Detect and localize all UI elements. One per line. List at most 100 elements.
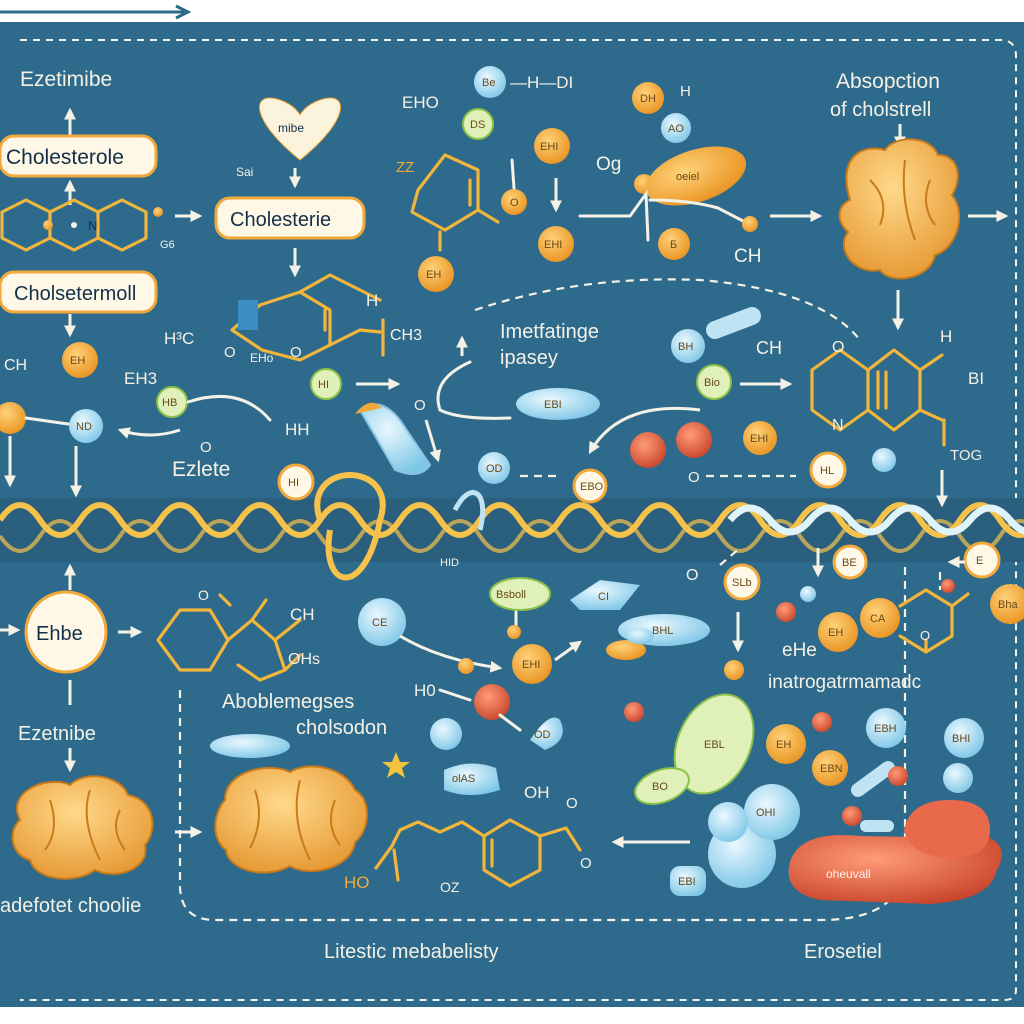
label-adefotet: adefotet choolie [0, 895, 141, 917]
arrow-pipette-down [424, 419, 441, 463]
bead-ehi-a [534, 128, 570, 164]
atom-ehi-b: EHI [544, 239, 562, 251]
atom-o-g: O [688, 469, 700, 486]
atom-bi: BI [968, 369, 984, 388]
molecule-upper-hex [410, 153, 500, 252]
bead-red-a [630, 432, 666, 468]
atom-o-ring: O [920, 628, 930, 643]
atom-ch-e: CH [756, 338, 782, 358]
atom-eh-c: EH [426, 269, 441, 281]
oval-orange-upper [645, 146, 747, 206]
molecule-lower-left [156, 593, 302, 682]
drop-blue [530, 717, 563, 750]
box-cholestermoll [0, 270, 158, 314]
label-oheuvall: oheuvall [826, 867, 871, 881]
bead-small-orange-a [724, 660, 744, 680]
box-cholesterole [0, 134, 158, 178]
brain-upper-right [838, 138, 961, 280]
bead-blo [696, 364, 732, 400]
bead-b-a [658, 228, 690, 260]
molecule-left-ring [0, 198, 163, 252]
star [382, 752, 410, 778]
atom-hi-b: HI [288, 477, 299, 489]
bead-nd-left [69, 409, 103, 443]
bead-blue-b [943, 763, 973, 793]
atom-o-f: O [832, 339, 844, 356]
bead-blue-small-a [800, 586, 816, 602]
red-cell-top [904, 800, 990, 858]
molecule-middle [230, 273, 385, 362]
bead-red-c [474, 684, 510, 720]
atom-oz: OZ [440, 879, 460, 895]
atom-od2: OD [534, 729, 551, 741]
bead-red-left [0, 402, 26, 434]
link-bead-left [24, 416, 70, 426]
label-aboblemegses: Aboblemegses [222, 691, 354, 713]
box-cholesterie [214, 196, 366, 240]
atom-h-c: H [940, 327, 952, 346]
bead-hl [809, 451, 847, 489]
bead-small-ch [742, 216, 758, 232]
atom-eho2: EHo [250, 351, 274, 365]
shape-ci [570, 580, 640, 610]
label-imetfatinge: Imetfatinge [500, 321, 599, 343]
label-ehbe: Ehbe [36, 623, 83, 645]
bead-bha [990, 584, 1024, 624]
arrow-bra-right [554, 640, 582, 662]
atom-sai: Sai [236, 165, 253, 179]
atom-ebh: EBH [874, 723, 897, 735]
bead-ebi-right [743, 421, 777, 455]
atom-g6: G6 [160, 239, 175, 251]
atom-hh: HH [285, 420, 310, 439]
bead-red-small-b [776, 602, 796, 622]
atom-eh3: EH [828, 627, 843, 639]
oval-bo [634, 767, 690, 805]
atom-eh: EH [70, 355, 85, 367]
atom-ebl: EBL [704, 739, 725, 751]
atom-o-i: O [686, 567, 698, 584]
pipette-tip [355, 402, 382, 414]
atom-og: Og [596, 154, 621, 175]
circle-ehbe [24, 590, 108, 674]
atom-ca: CA [870, 613, 886, 625]
label-cholsodon: cholsodon [296, 717, 387, 739]
atom-ebn: EBN [820, 763, 843, 775]
atom-b-b: Б [670, 239, 677, 251]
bead-be [474, 66, 506, 98]
label-ipasey: ipasey [500, 347, 558, 369]
atom-ch3: CH3 [390, 327, 422, 344]
atom-bha: Bha [998, 599, 1018, 611]
atom-hi-a: HI [318, 379, 329, 391]
bead-red-small-c [812, 712, 832, 732]
atom-ebi: EBI [544, 399, 562, 411]
curve-hb-to-hh [186, 394, 272, 422]
label-ezetimibe-top: Ezetimibe [20, 68, 112, 91]
atom-eh2: EH3 [124, 369, 157, 388]
label-cholesterole: Cholesterole [6, 146, 124, 169]
bead-red-b [676, 422, 712, 458]
atom-ehi-c: EHI [750, 433, 768, 445]
bead-od [478, 452, 510, 484]
oval-ebl [673, 693, 755, 795]
bead-ce [358, 598, 406, 646]
atom-bhl: BHL [652, 625, 673, 637]
link-to-b [578, 189, 650, 242]
atom-od: OD [486, 463, 503, 475]
bead-eh-left [62, 342, 98, 378]
atom-blo: Bio [704, 377, 720, 389]
oval-blue-c [626, 628, 654, 644]
dashed-sl-up [719, 547, 741, 566]
bead-cluster-ohi [708, 784, 800, 888]
oval-orange-b [606, 640, 646, 660]
oval-blue-lower [210, 734, 290, 758]
atom-olas: olAS [452, 773, 475, 785]
heart-shape [259, 97, 341, 161]
atom-ho-a: H³C [164, 329, 194, 348]
bead-ehi-b [538, 226, 574, 262]
atom-ch-f: CH [290, 605, 315, 624]
shape-olas [444, 763, 500, 795]
atom-ebo: EBO [580, 481, 604, 493]
bead-red-small-f [624, 702, 644, 722]
